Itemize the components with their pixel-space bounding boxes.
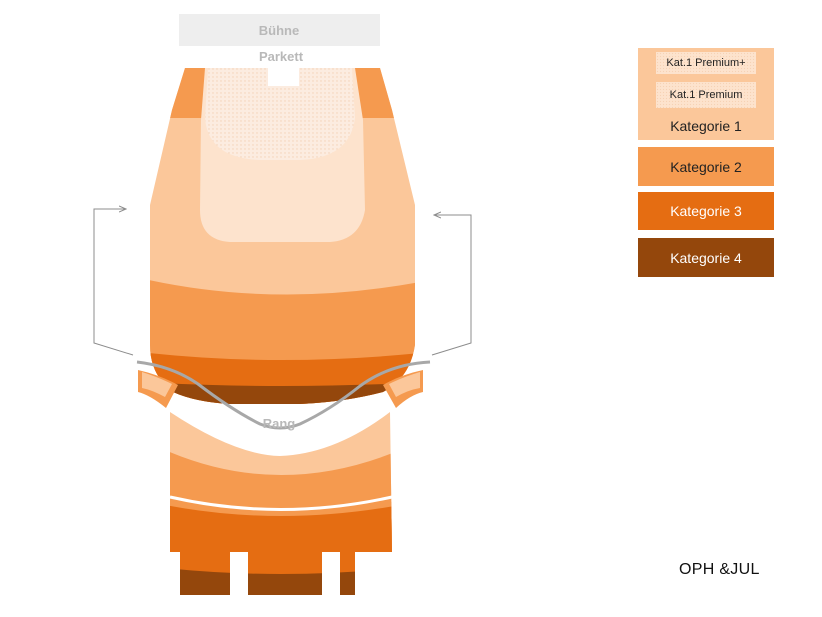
legend-kategorie-1-label: Kategorie 1 — [670, 118, 742, 134]
legend-kat1-premium-plus-label: Kat.1 Premium+ — [666, 57, 746, 69]
parkett-section — [150, 68, 415, 404]
right-arrow — [431, 215, 472, 356]
legend-kategorie-2-label: Kategorie 2 — [670, 158, 742, 175]
stage-bar — [179, 14, 380, 46]
legend-kat1-premium-plus: Kat.1 Premium+ — [656, 52, 756, 74]
rang-label: Rang — [263, 416, 296, 431]
parkett-label: Parkett — [259, 49, 304, 64]
rang-separator — [169, 495, 393, 511]
legend-kat1-premium: Kat.1 Premium — [656, 82, 756, 108]
left-arrow — [93, 209, 134, 356]
legend-kategorie-3: Kategorie 3 — [638, 192, 774, 230]
legend-kategorie-3-label: Kategorie 3 — [670, 203, 742, 219]
stage-label: Bühne — [259, 23, 299, 38]
performance-code: OPH &JUL — [679, 561, 760, 578]
right-box-inner — [389, 372, 420, 397]
legend-kategorie-2: Kategorie 2 — [638, 147, 774, 186]
legend-kategorie-4: Kategorie 4 — [638, 238, 774, 277]
legend-kategorie-4-label: Kategorie 4 — [670, 249, 742, 266]
legend-kat1-group: Kat.1 Premium+ Kat.1 Premium Kategorie 1 — [638, 48, 774, 140]
left-box-inner — [142, 372, 172, 397]
legend-kat1-premium-label: Kat.1 Premium — [669, 89, 743, 101]
rang-divider-line — [136, 360, 431, 430]
